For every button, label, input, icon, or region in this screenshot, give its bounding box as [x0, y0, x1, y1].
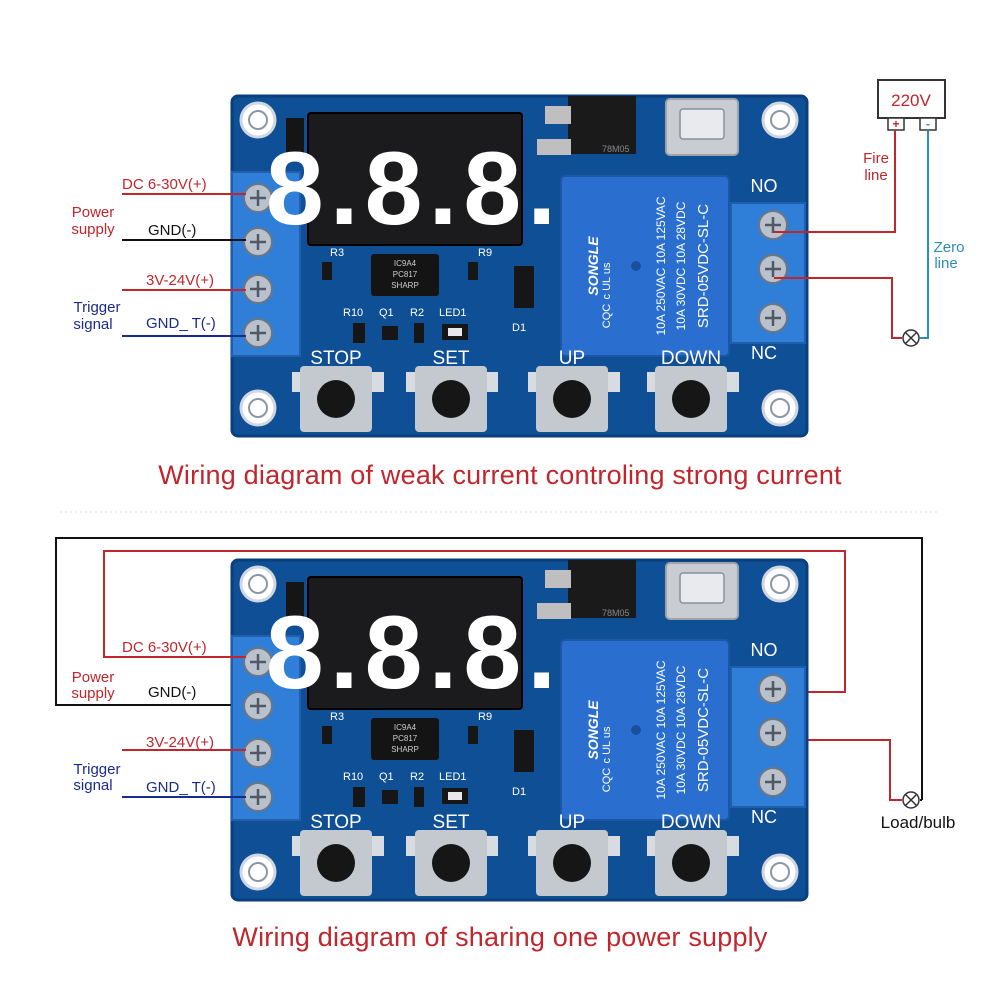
optocoupler-line3-bottom: SHARP — [391, 745, 419, 754]
stop-label: STOP — [310, 348, 361, 369]
down-label: DOWN — [661, 348, 721, 369]
ref-led1-bottom: LED1 — [439, 771, 467, 783]
up-label: UP — [559, 348, 585, 369]
dc-label: DC 6-30V(+) — [122, 176, 207, 193]
ref-r10: R10 — [343, 307, 363, 319]
relay-model: SRD-05VDC-SL-C — [695, 204, 712, 328]
ref-r3-bottom: R3 — [330, 711, 344, 723]
relay-brand: SONGLE — [585, 236, 601, 296]
terminal-nc-label: NC — [751, 343, 777, 363]
trigger-signal-label-line2: signal — [73, 316, 112, 333]
optocoupler-line2-bottom: PC817 — [393, 734, 418, 743]
fire-line-label-line1: Fire — [863, 150, 889, 167]
ref-d1: D1 — [512, 322, 526, 334]
top-caption: Wiring diagram of weak current controlin… — [158, 460, 842, 490]
ref-d1-bottom: D1 — [512, 786, 526, 798]
set-label-bottom: SET — [433, 812, 470, 833]
top-diagram: 8.8.8. STOP SET UP DOWN NO NC R3 R9 R10 … — [71, 79, 965, 438]
mains-source-box — [877, 79, 946, 119]
relay-ul-bottom: c UL us — [601, 726, 613, 763]
stop-label-bottom: STOP — [310, 812, 361, 833]
load-bulb-label: Load/bulb — [881, 813, 956, 832]
board-text-bottom: 8.8.8. STOP SET UP DOWN NO NC R3 R9 R10 … — [266, 595, 778, 833]
trigger-gnd-label-bottom: GND_ T(-) — [146, 779, 216, 796]
power-supply-label-line2-bottom: supply — [71, 685, 115, 702]
gnd-label: GND(-) — [148, 222, 196, 239]
relay-ul: c UL us — [601, 262, 613, 299]
terminal-nc-label-bottom: NC — [751, 807, 777, 827]
board-text-top: 8.8.8. STOP SET UP DOWN NO NC R3 R9 R10 … — [266, 131, 778, 369]
ref-q1-bottom: Q1 — [379, 771, 394, 783]
seven-segment-display-bottom: 8.8.8. — [266, 595, 562, 711]
gnd-label-bottom: GND(-) — [148, 684, 196, 701]
relay-rating-2-bottom: 10A 30VDC 10A 28VDC — [674, 665, 688, 794]
relay-brand-bottom: SONGLE — [585, 700, 601, 760]
trigger-signal-label-line2-bottom: signal — [73, 777, 112, 794]
zero-line-wire — [920, 130, 929, 339]
com-to-load-wire — [774, 277, 902, 339]
relay-model-bottom: SRD-05VDC-SL-C — [695, 668, 712, 792]
ref-r9: R9 — [478, 247, 492, 259]
terminal-no-label: NO — [751, 176, 778, 196]
set-label: SET — [433, 348, 470, 369]
trigger-signal-label-line1-bottom: Trigger — [74, 761, 121, 778]
ref-led1: LED1 — [439, 307, 467, 319]
gnd-loop-wire — [55, 537, 923, 800]
optocoupler-line2: PC817 — [393, 270, 418, 279]
bottom-diagram: 8.8.8. STOP SET UP DOWN NO NC R3 R9 R10 … — [55, 537, 956, 902]
mains-plus-sign: + — [892, 117, 899, 131]
zero-line-label-line2: line — [934, 255, 957, 272]
down-label-bottom: DOWN — [661, 812, 721, 833]
mains-minus-sign: - — [926, 117, 930, 131]
relay-rating-2: 10A 30VDC 10A 28VDC — [674, 201, 688, 330]
ref-r10-bottom: R10 — [343, 771, 363, 783]
com-to-load-wire-bottom — [774, 739, 902, 801]
power-supply-label-line1: Power — [72, 204, 115, 221]
relay-rating-1-bottom: 10A 250VAC 10A 125VAC — [654, 660, 668, 799]
ref-q1: Q1 — [379, 307, 394, 319]
power-supply-label-line1-bottom: Power — [72, 669, 115, 686]
relay-cert-bottom: CQC — [601, 768, 613, 793]
optocoupler-line3: SHARP — [391, 281, 419, 290]
ref-r9-bottom: R9 — [478, 711, 492, 723]
fire-line-label-line2: line — [864, 167, 887, 184]
terminal-no-label-bottom: NO — [751, 640, 778, 660]
bottom-caption: Wiring diagram of sharing one power supp… — [232, 922, 768, 952]
regulator-label: 78M05 — [602, 144, 630, 154]
optocoupler-line1: IC9A4 — [394, 259, 417, 268]
relay-cert: CQC — [601, 304, 613, 329]
power-supply-label-line2: supply — [71, 221, 115, 238]
fire-line-wire — [774, 130, 896, 233]
trigger-signal-label-line1: Trigger — [74, 299, 121, 316]
ref-r2: R2 — [410, 307, 424, 319]
seven-segment-display: 8.8.8. — [266, 131, 562, 247]
mains-voltage-label: 220V — [891, 91, 931, 110]
optocoupler-line1-bottom: IC9A4 — [394, 723, 417, 732]
trigger-plus-label: 3V-24V(+) — [146, 272, 214, 289]
trigger-plus-label-bottom: 3V-24V(+) — [146, 734, 214, 751]
regulator-label-bottom: 78M05 — [602, 608, 630, 618]
trigger-gnd-label: GND_ T(-) — [146, 315, 216, 332]
zero-line-label-line1: Zero — [934, 239, 965, 256]
up-label-bottom: UP — [559, 812, 585, 833]
ref-r3: R3 — [330, 247, 344, 259]
dc-label-bottom: DC 6-30V(+) — [122, 639, 207, 656]
ref-r2-bottom: R2 — [410, 771, 424, 783]
relay-rating-1: 10A 250VAC 10A 125VAC — [654, 196, 668, 335]
